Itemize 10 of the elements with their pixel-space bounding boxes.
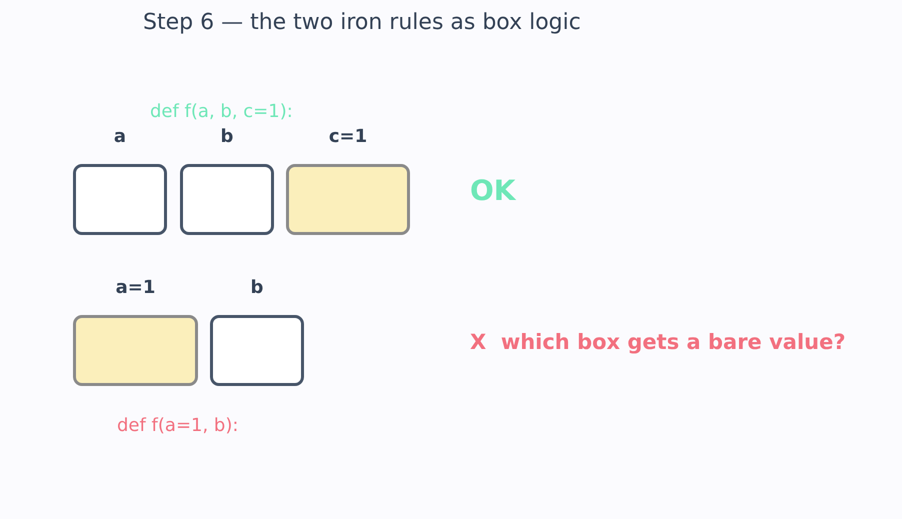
parameter-label: c=1: [328, 126, 368, 149]
parameter-label: b: [250, 277, 264, 300]
diagram-title: Step 6 — the two iron rules as box logic: [143, 10, 581, 35]
function-signature: def f(a, b, c=1):: [150, 101, 293, 122]
parameter-label: b: [220, 126, 234, 149]
parameter-label: a: [112, 126, 128, 149]
parameter-label: a=1: [114, 277, 156, 300]
result-text: X which box gets a bare value?: [470, 330, 846, 354]
function-signature: def f(a=1, b):: [117, 415, 238, 436]
result-text: OK: [470, 174, 516, 207]
